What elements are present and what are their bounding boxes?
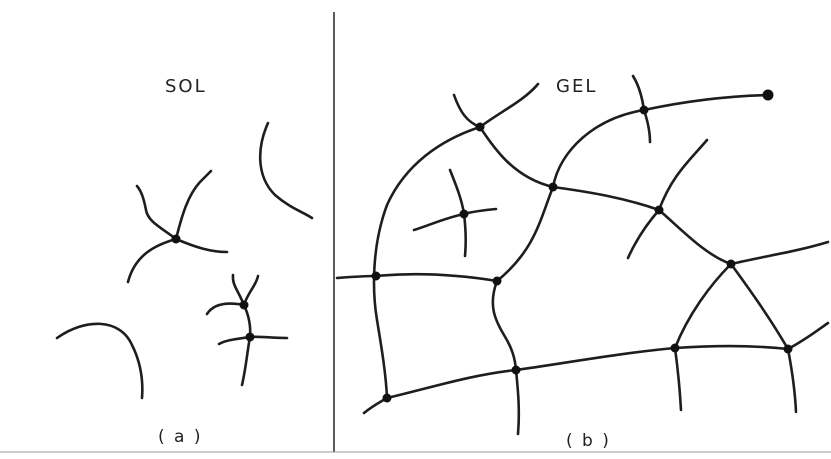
gel-strand-branch-1 <box>633 76 644 110</box>
gel-strand-bottom-2 <box>675 348 681 410</box>
sol-cluster-1-node <box>172 235 181 244</box>
gel-strand-mid-5 <box>659 210 731 264</box>
sol-cluster-2-arm-3 <box>207 304 244 314</box>
gel-strand-center <box>497 187 553 281</box>
gel-strand-mid-3 <box>659 140 707 210</box>
gel-node-12 <box>383 394 392 403</box>
gel-strand-bottom <box>387 346 788 398</box>
sol-cluster-2-link <box>244 305 250 337</box>
gel-node-2 <box>640 106 649 115</box>
gel-title: GEL <box>556 76 597 97</box>
gel-caption: ( b ) <box>566 431 611 451</box>
gel-strand-mid-4 <box>628 210 659 258</box>
sol-cluster-2-node-2 <box>246 333 255 342</box>
sol-chain-1 <box>260 123 312 218</box>
sol-cluster-1-arm-2 <box>176 171 211 239</box>
gel-strand-right-2 <box>731 264 788 349</box>
sol-cluster-2-arm-6 <box>242 337 250 385</box>
gel-strand-mid-1 <box>480 127 553 187</box>
gel-strand-horizontal-1 <box>376 274 497 281</box>
gel-strand-branch-2 <box>644 110 650 142</box>
gel-cross-arm-1 <box>450 170 464 214</box>
sol-title: SOL <box>165 76 207 97</box>
gel-node-4 <box>655 206 664 215</box>
gel-node-end <box>763 90 774 101</box>
panel-gel: GEL <box>337 76 828 451</box>
gel-cross-arm-2 <box>464 214 466 256</box>
gel-cross-arm-4 <box>464 209 496 214</box>
sol-cluster-2-arm-4 <box>250 337 287 338</box>
sol-cluster-1-arm-1 <box>137 186 176 239</box>
gel-node-10 <box>784 345 793 354</box>
gel-node-6 <box>727 260 736 269</box>
gel-node-3 <box>549 183 558 192</box>
gel-strand-left-arc <box>374 127 480 398</box>
sol-cluster-1-arm-3 <box>176 239 227 252</box>
gel-node-11 <box>512 366 521 375</box>
gel-strand-right-1 <box>731 242 828 264</box>
gel-strand-right-3 <box>675 264 731 348</box>
gel-strand-horizontal-2 <box>337 276 376 278</box>
gel-node-7 <box>372 272 381 281</box>
gel-strand-bottom-1 <box>516 370 519 434</box>
sol-cluster-2-arm-1 <box>233 275 244 305</box>
sol-cluster-2-arm-5 <box>219 337 250 344</box>
gel-strand-top-right <box>553 95 768 187</box>
gel-strand-top <box>454 84 538 127</box>
gel-strand-mid-2 <box>553 187 659 210</box>
gel-cross-arm-3 <box>414 214 464 230</box>
gel-node-5 <box>460 210 469 219</box>
gel-strand-right-4 <box>788 323 828 349</box>
panel-sol: SOL ( a ) <box>57 76 312 447</box>
gel-node-9 <box>671 344 680 353</box>
sol-cluster-2-node-1 <box>240 301 249 310</box>
gel-node-8 <box>493 277 502 286</box>
sol-caption: ( a ) <box>158 427 203 447</box>
sol-chain-2 <box>57 324 142 398</box>
sol-cluster-1-arm-4 <box>128 239 176 282</box>
gel-strand-right-5 <box>788 349 796 412</box>
gel-strand-center-down <box>493 281 516 370</box>
gel-node-1 <box>476 123 485 132</box>
sol-cluster-2-arm-2 <box>244 276 258 305</box>
